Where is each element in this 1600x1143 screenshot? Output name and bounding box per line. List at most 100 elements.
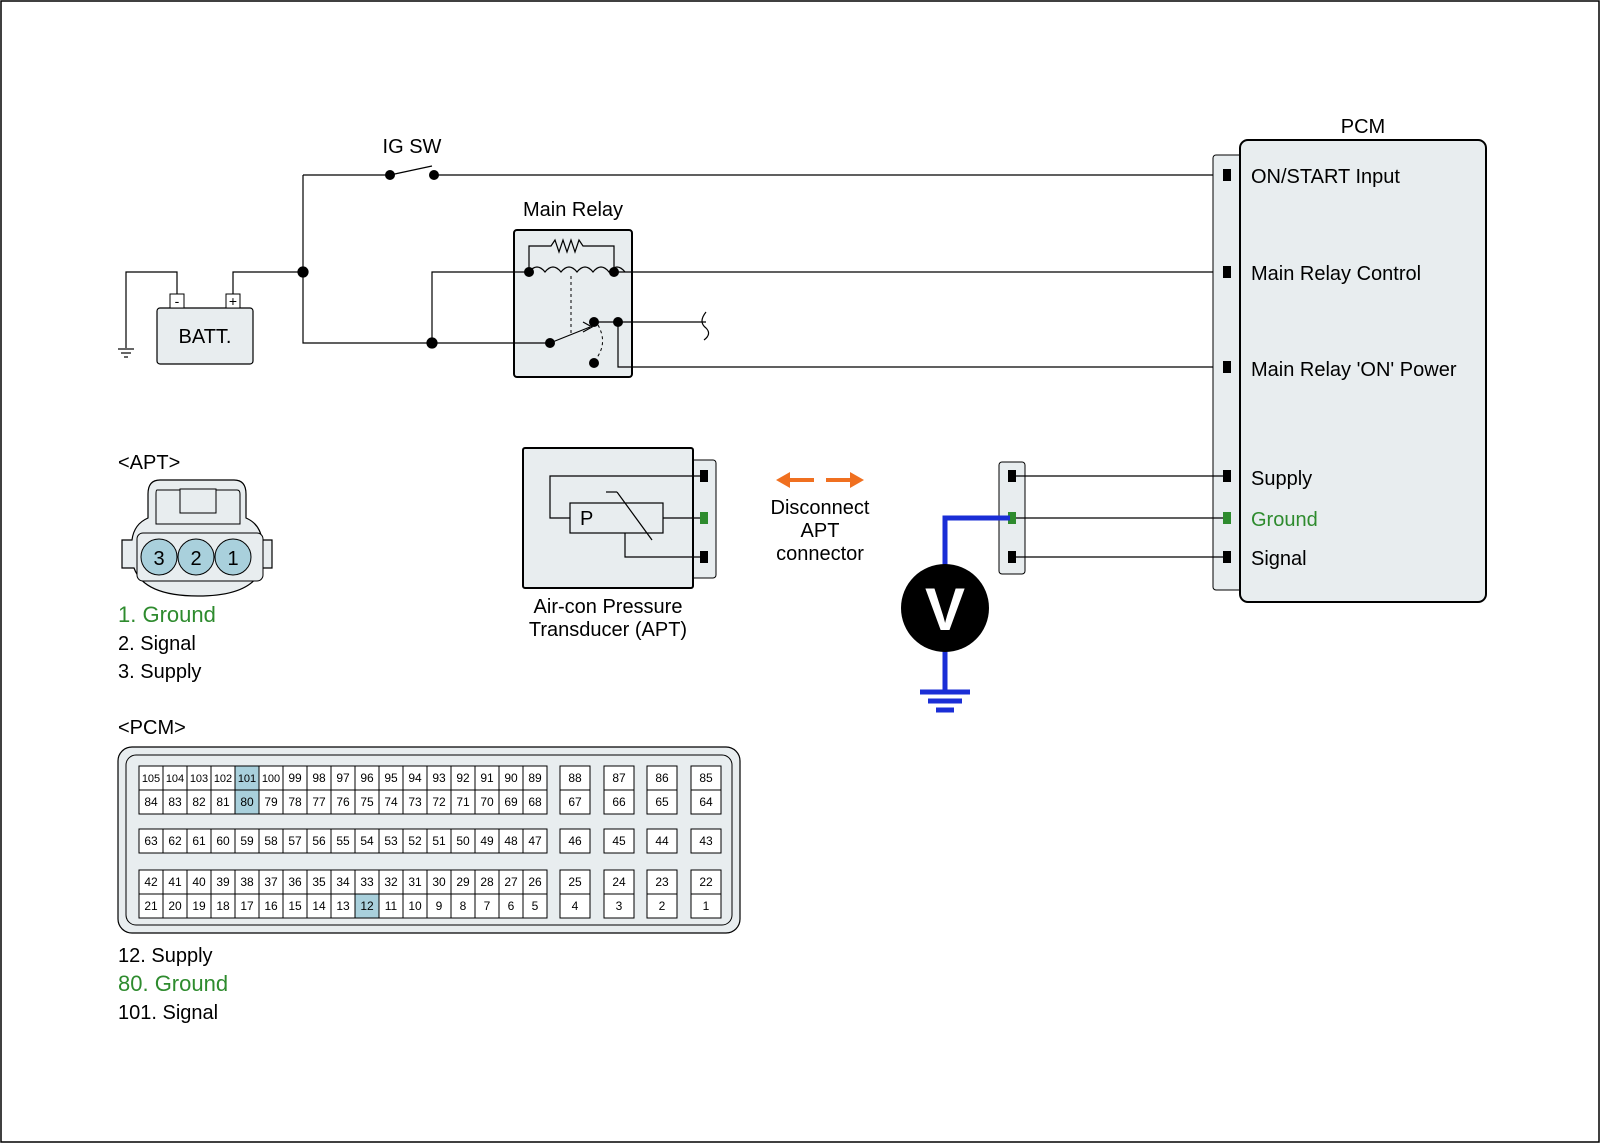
pcm-connector-heading: <PCM> (118, 717, 186, 739)
pcm-pin-cell (426, 828, 452, 854)
pcm-terminal-ground: Ground (1251, 509, 1318, 531)
pcm-terminal-relay-control: Main Relay Control (1251, 263, 1421, 285)
pcm-pin-number: 44 (655, 834, 669, 848)
pcm-pin-list-2: 80. Ground (118, 971, 228, 996)
pcm-pin-number: 66 (612, 795, 626, 809)
pcm-pin-number: 105 (142, 773, 160, 785)
pcm-pin-cell (690, 789, 722, 815)
pcm-pin-number: 73 (408, 795, 422, 809)
pcm-pin-number: 76 (336, 795, 350, 809)
pcm-pin-cell (354, 893, 380, 919)
apt-sensor: P (522, 447, 717, 589)
pcm-pin-number: 31 (408, 875, 422, 889)
pcm-pin-relay-on-power (1223, 361, 1231, 373)
pcm-pin-number: 28 (480, 875, 494, 889)
apt-caption-line-1: Air-con Pressure (534, 596, 683, 618)
pcm-pin-number: 71 (456, 795, 470, 809)
pcm-pin-number: 40 (192, 875, 206, 889)
pcm-pin-on-start (1223, 169, 1231, 181)
pcm-pin-number: 101 (238, 773, 256, 785)
pcm-pin-number: 2 (659, 899, 666, 913)
pcm-pin-number: 8 (460, 899, 467, 913)
pcm-pin-number: 58 (264, 834, 278, 848)
pcm-pin-supply (1223, 470, 1231, 482)
pcm-pin-number: 69 (504, 795, 518, 809)
pcm-pin-number: 68 (528, 795, 542, 809)
pcm-pin-number: 33 (360, 875, 374, 889)
pcm-pin-number: 3 (616, 899, 623, 913)
battery-minus-sign: - (175, 293, 180, 309)
pcm-pin-cell (690, 893, 722, 919)
pcm-pin-number: 49 (480, 834, 494, 848)
pcm-pin-number: 97 (336, 771, 350, 785)
pcm-terminal-supply: Supply (1251, 468, 1312, 490)
pcm-pin-cell (210, 789, 236, 815)
pcm-pin-cell (282, 893, 308, 919)
pcm-pin-signal (1223, 551, 1231, 563)
pcm-pin-number: 29 (456, 875, 470, 889)
pcm-pin-cell (258, 828, 284, 854)
pcm-pin-number: 70 (480, 795, 494, 809)
apt-heading: <APT> (118, 452, 180, 474)
pcm-pin-cell (450, 893, 476, 919)
pcm-pin-number: 80 (240, 795, 254, 809)
main-relay: Main Relay (513, 199, 633, 378)
pcm-pin-ground (1223, 512, 1231, 524)
pcm-pin-number: 39 (216, 875, 230, 889)
battery-positive-wiring (232, 174, 430, 344)
pcm-pin-number: 95 (384, 771, 398, 785)
pcm-pin-number: 11 (385, 899, 398, 913)
instruction-line-1: Disconnect (771, 497, 870, 519)
pcm-pin-cell (330, 789, 356, 815)
pcm-pin-number: 56 (312, 834, 326, 848)
apt-pin-list-1: 1. Ground (118, 602, 216, 627)
pcm-pin-number: 17 (240, 899, 254, 913)
ig-switch-label: IG SW (383, 136, 442, 158)
pcm-pin-cell (402, 893, 428, 919)
battery-body (156, 307, 254, 365)
apt-pin-list-2: 2. Signal (118, 633, 196, 655)
pcm-pin-number: 45 (612, 834, 626, 848)
pcm-pin-cell (138, 828, 164, 854)
pcm-pin-cell (138, 893, 164, 919)
pcm-pin-number: 26 (528, 875, 542, 889)
pcm-pin-number: 94 (408, 771, 422, 785)
pcm-pin-cell (474, 789, 500, 815)
pcm-pin-cell (603, 893, 635, 919)
battery-label: BATT. (179, 326, 232, 348)
pcm-pin-number: 37 (264, 875, 278, 889)
pcm-pin-number: 99 (288, 771, 302, 785)
pcm-title: PCM (1341, 116, 1385, 138)
pcm-body (1239, 139, 1487, 603)
pcm-pin-cell (306, 869, 332, 895)
pcm-block: PCM ON/START Input Main Relay Control Ma… (1212, 116, 1487, 603)
pcm-pin-number: 38 (240, 875, 254, 889)
pcm-pin-cell (522, 789, 548, 815)
pcm-pin-number: 50 (456, 834, 470, 848)
pcm-pin-number: 81 (216, 795, 230, 809)
pcm-pin-cell (559, 869, 591, 895)
pcm-pin-number: 36 (288, 875, 302, 889)
pcm-pin-number: 96 (360, 771, 374, 785)
pcm-pin-number: 86 (655, 771, 669, 785)
pcm-pin-number: 60 (216, 834, 230, 848)
pcm-pin-cell (354, 765, 380, 791)
pcm-pin-cell (258, 765, 284, 791)
voltmeter-probe-wire (942, 515, 1010, 567)
pcm-pin-cell (522, 893, 548, 919)
pcm-pin-number: 83 (168, 795, 182, 809)
pcm-pin-number: 12 (360, 899, 374, 913)
pcm-pin-number: 90 (504, 771, 518, 785)
pcm-pin-number: 13 (336, 899, 350, 913)
pcm-pin-number: 10 (408, 899, 422, 913)
pcm-pin-number: 14 (312, 899, 326, 913)
pcm-pin-list-1: 12. Supply (118, 945, 213, 967)
pcm-pin-number: 19 (192, 899, 206, 913)
pcm-pin-cell (210, 828, 236, 854)
pcm-pin-number: 54 (360, 834, 374, 848)
pcm-pin-number: 75 (360, 795, 374, 809)
pcm-pin-number: 85 (699, 771, 713, 785)
apt-sensor-letter: P (580, 508, 593, 530)
pcm-pin-cell (498, 789, 524, 815)
